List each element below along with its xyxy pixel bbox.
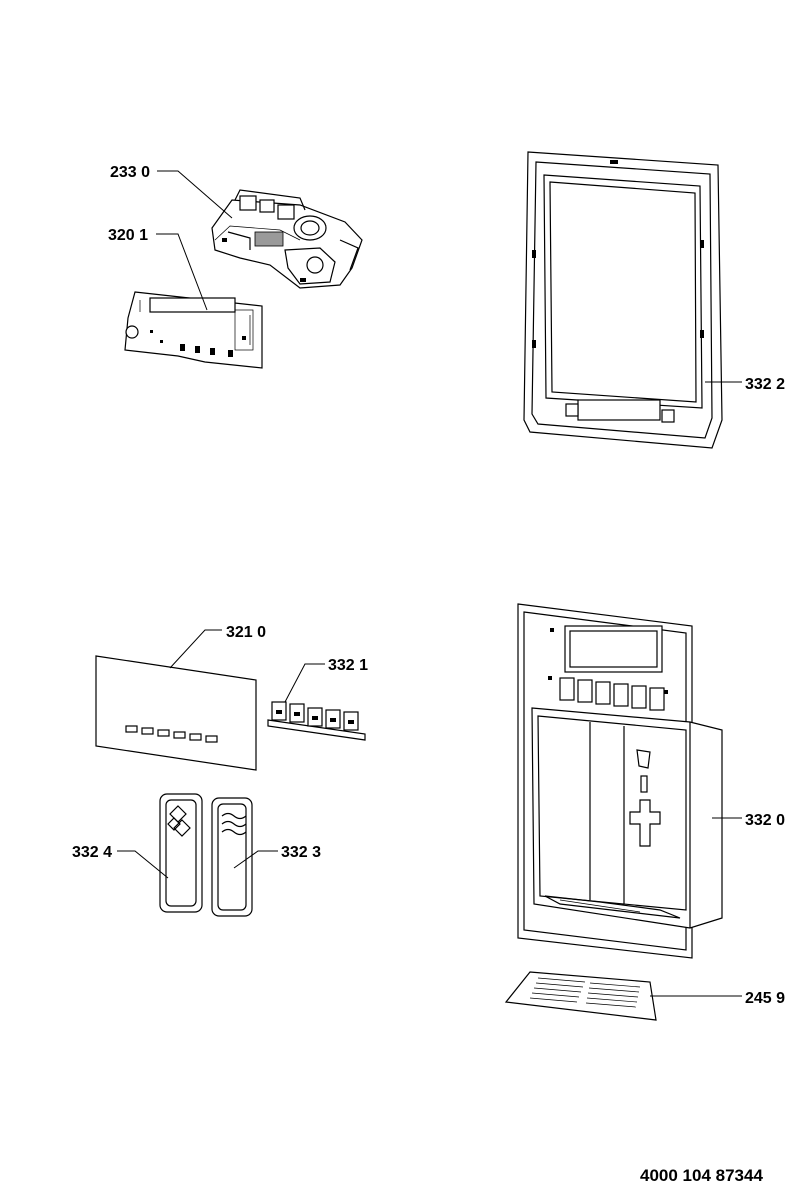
circuit-board-part bbox=[124, 291, 263, 369]
dispenser-housing-part bbox=[517, 603, 723, 959]
part-label-332-4: 332 4 bbox=[72, 844, 112, 861]
part-label-320-1: 320 1 bbox=[108, 227, 148, 244]
document-reference: 4000 104 87344 bbox=[640, 1166, 763, 1185]
part-label-332-3: 332 3 bbox=[281, 844, 321, 861]
part-label-245-9: 245 9 bbox=[745, 990, 785, 1007]
part-label-332-0: 332 0 bbox=[745, 812, 785, 829]
frame-part bbox=[523, 151, 723, 449]
front-panel-part bbox=[95, 655, 257, 771]
part-label-321-0: 321 0 bbox=[226, 624, 266, 641]
part-label-233-0: 233 0 bbox=[110, 164, 150, 181]
water-paddle-part bbox=[211, 797, 253, 917]
part-label-332-2: 332 2 bbox=[745, 376, 785, 393]
drip-grille-part bbox=[504, 971, 657, 1021]
part-label-332-1: 332 1 bbox=[328, 657, 368, 674]
control-module-part bbox=[211, 189, 363, 289]
ice-paddle-part bbox=[159, 793, 203, 913]
button-strip-part bbox=[267, 701, 366, 741]
